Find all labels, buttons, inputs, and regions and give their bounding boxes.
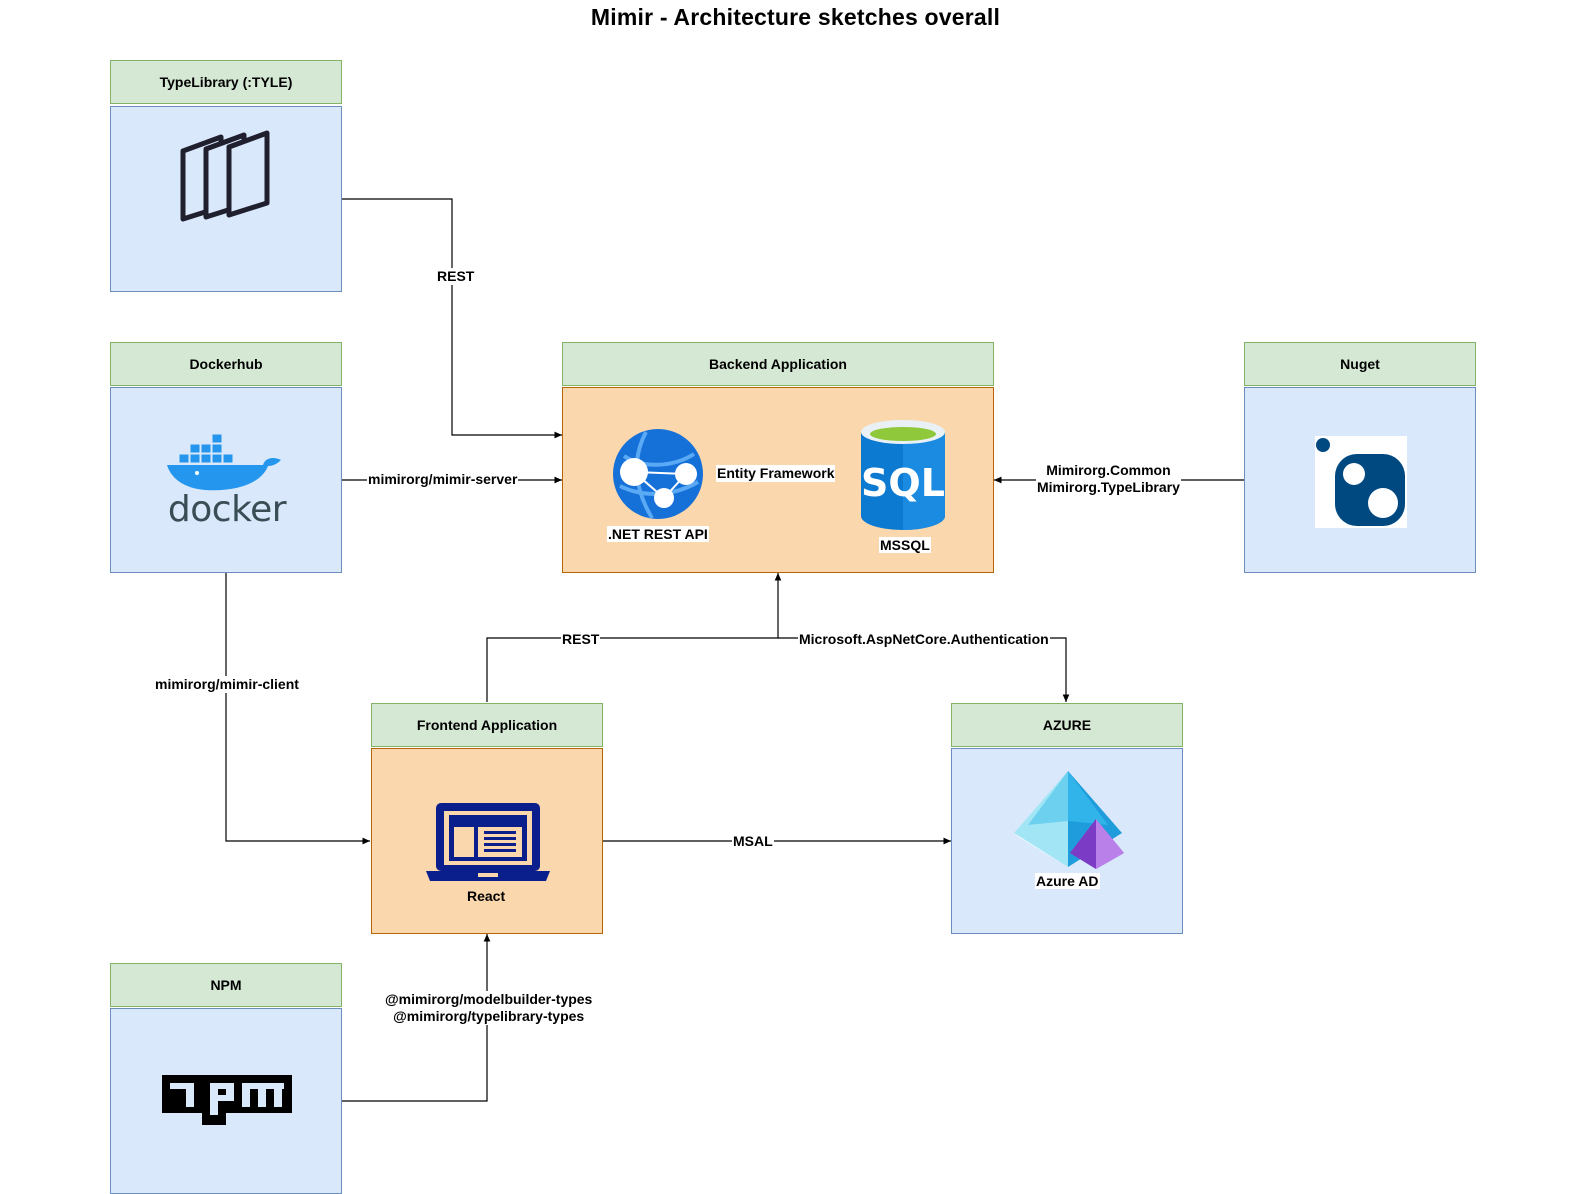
- mssql-label: MSSQL: [879, 537, 931, 553]
- edge-label-entity-framework: Entity Framework: [716, 465, 836, 482]
- diagram-title: Mimir - Architecture sketches overall: [590, 4, 1001, 30]
- frontend-header: Frontend Application: [371, 703, 603, 747]
- sql-database-icon: SQL: [861, 420, 945, 530]
- app-service-globe-icon: [613, 429, 703, 520]
- edge-npm-frontend: [342, 934, 491, 1102]
- backend-header: Backend Application: [562, 342, 994, 386]
- docker-whale-icon: [167, 433, 281, 491]
- edge-label-docker-client: mimirorg/mimir-client: [154, 676, 300, 693]
- edge-label-auth: Microsoft.AspNetCore.Authentication: [798, 631, 1050, 648]
- edge-label-nuget-line1: Mimirorg.Common: [1046, 462, 1171, 478]
- dockerhub-header: Dockerhub: [110, 342, 342, 386]
- docker-wordmark: docker: [167, 489, 287, 530]
- nuget-icon: [1315, 436, 1407, 528]
- tyle-pages-icon: [180, 130, 270, 222]
- edge-label-npm-line2: @mimirorg/typelibrary-types: [393, 1008, 585, 1024]
- edge-docker-frontend: [225, 573, 370, 845]
- edge-label-npm-packages: @mimirorg/modelbuilder-types @mimirorg/t…: [384, 991, 594, 1025]
- typelibrary-header: TypeLibrary (:TYLE): [110, 60, 342, 104]
- nuget-header: Nuget: [1244, 342, 1476, 386]
- edge-label-msal: MSAL: [732, 833, 774, 850]
- edge-label-frontend-rest: REST: [561, 631, 601, 648]
- api-label: .NET REST API: [607, 526, 709, 542]
- edge-frontend-backend: [486, 573, 782, 702]
- edge-label-npm-line1: @mimirorg/modelbuilder-types: [385, 991, 593, 1007]
- edge-label-nuget-packages: Mimirorg.Common Mimirorg.TypeLibrary: [1036, 462, 1181, 496]
- nuget-panel: [1244, 387, 1476, 573]
- edge-label-tyle-rest: REST: [436, 268, 476, 285]
- azure-ad-pyramid-icon: [1014, 771, 1124, 869]
- npm-header: NPM: [110, 963, 342, 1007]
- azure-panel: Azure AD: [951, 748, 1183, 934]
- azure-header: AZURE: [951, 703, 1183, 747]
- dockerhub-panel: docker: [110, 387, 342, 573]
- edge-label-docker-server: mimirorg/mimir-server: [367, 471, 519, 488]
- laptop-icon: [426, 803, 550, 881]
- azure-ad-label: Azure AD: [1035, 873, 1100, 889]
- npm-panel: npm: [110, 1008, 342, 1194]
- sql-icon-text: SQL: [861, 461, 945, 505]
- react-label: React: [467, 888, 506, 904]
- edge-tyle-backend: [342, 198, 562, 439]
- npm-logo-icon: [162, 1075, 292, 1125]
- edge-label-nuget-line2: Mimirorg.TypeLibrary: [1037, 479, 1180, 495]
- typelibrary-panel: [110, 106, 342, 292]
- frontend-panel: React: [371, 748, 603, 934]
